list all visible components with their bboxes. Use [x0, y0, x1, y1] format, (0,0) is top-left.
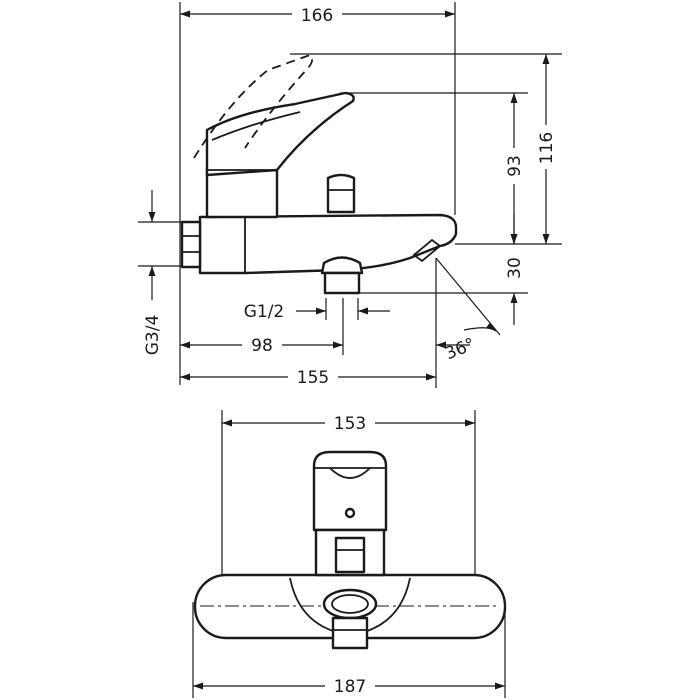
dim-label-30: 30 — [505, 257, 525, 279]
outlet-connector-front — [331, 616, 369, 650]
dim-label-bg-116 — [535, 125, 557, 169]
wall-connector-nut — [180, 220, 202, 269]
dim-label-187: 187 — [334, 677, 366, 697]
front-view: 153 187 — [192, 410, 507, 698]
dim-label-bg-153 — [325, 412, 375, 434]
diverter-knob-side — [326, 173, 356, 214]
outlet-aerator-inner — [331, 594, 369, 614]
lever-handle — [205, 91, 355, 177]
spray-angle-line — [435, 257, 501, 336]
dim-label-g34: G3/4 — [143, 315, 163, 356]
dim-label-93: 93 — [505, 155, 525, 177]
dim-label-bg-93 — [503, 148, 525, 184]
dim-label-153: 153 — [334, 414, 366, 434]
diverter-knob-front — [334, 536, 366, 574]
dim-label-bg-98 — [242, 334, 282, 356]
dim-label-bg-155 — [288, 366, 338, 388]
dim-label-36: 36° — [442, 334, 477, 364]
dim-label-98: 98 — [251, 336, 273, 356]
dim-label-155: 155 — [297, 368, 329, 388]
dim-arc-angle — [463, 322, 497, 332]
handle-base — [205, 168, 279, 219]
lever-indicator-dot — [344, 507, 356, 519]
dim-label-166: 166 — [301, 6, 333, 26]
lever-alternate-position — [193, 53, 313, 159]
spout-aerator — [412, 238, 442, 263]
lever-contour — [211, 111, 301, 141]
lever-front-contour — [329, 467, 371, 479]
side-view: 166 116 93 30 G3/4 G1/2 98 155 36° — [138, 2, 562, 388]
dim-label-g12: G1/2 — [244, 302, 285, 322]
dim-label-bg-187 — [325, 675, 375, 697]
dim-label-bg-166 — [292, 4, 342, 26]
outlet-cap — [320, 256, 364, 275]
lever-handle-front — [312, 450, 388, 532]
dim-label-116: 116 — [537, 132, 557, 164]
outlet-connector-side — [323, 271, 361, 295]
